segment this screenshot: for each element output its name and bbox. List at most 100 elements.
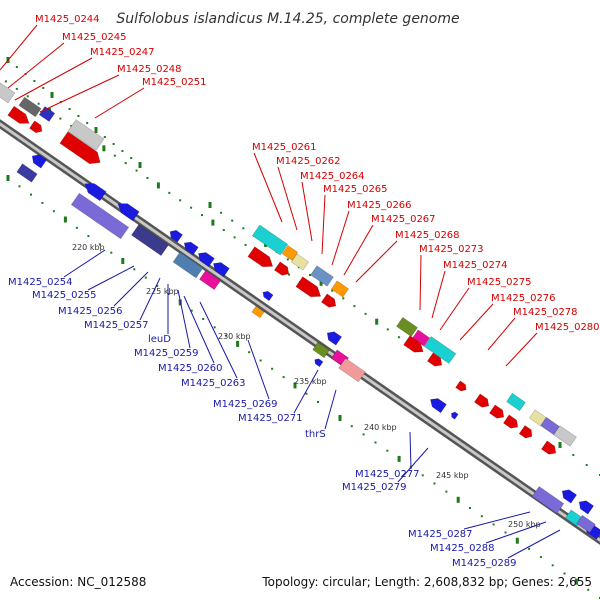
gene-label-bottom: M1425_0287: [408, 529, 473, 540]
tick-mark: [386, 449, 389, 452]
label-leader-line: [253, 152, 283, 223]
gene-feature: [310, 265, 334, 287]
tick-mark: [211, 219, 215, 226]
gene-feature: [578, 500, 595, 515]
tick-mark: [202, 318, 205, 320]
gene-feature: [528, 409, 548, 427]
tick-mark: [397, 336, 400, 339]
label-leader-line: [177, 289, 191, 349]
gene-feature: [488, 404, 505, 419]
gene-feature: [273, 261, 290, 276]
gene-feature: [198, 252, 215, 268]
gene-feature: [247, 246, 274, 268]
gene-feature: [473, 393, 490, 408]
tick-mark: [480, 515, 483, 518]
gene-feature: [0, 82, 16, 104]
tick-mark: [6, 175, 10, 181]
label-leader-line: [87, 265, 135, 291]
gene-feature: [183, 241, 199, 256]
label-leader-line: [94, 87, 145, 119]
gene-feature: [117, 203, 140, 222]
label-leader-line: [301, 181, 313, 242]
tick-mark: [259, 359, 262, 362]
tick-mark: [15, 66, 18, 68]
gene-label-bottom: M1425_0263: [181, 378, 246, 389]
gene-feature: [29, 120, 43, 134]
tick-mark: [374, 441, 377, 444]
gene-feature: [403, 335, 424, 353]
label-leader-line: [331, 210, 350, 266]
tick-mark: [30, 193, 32, 196]
tick-mark: [112, 143, 115, 145]
tick-mark: [113, 154, 116, 157]
tick-mark: [75, 226, 78, 229]
gene-feature: [518, 425, 533, 439]
label-leader-line: [459, 303, 494, 341]
gene-label-top: M1425_0245: [62, 32, 127, 43]
tick-mark: [362, 433, 365, 436]
gene-feature: [506, 392, 526, 412]
tick-mark: [18, 185, 21, 188]
tick-mark: [41, 201, 44, 204]
label-leader-line: [139, 277, 161, 321]
gene-feature: [290, 253, 310, 271]
tick-mark: [86, 122, 89, 124]
tick-mark: [342, 297, 345, 300]
gene-label-top: M1425_0265: [323, 184, 388, 195]
gene-feature: [451, 411, 459, 420]
gene-label-top: M1425_0266: [347, 200, 412, 211]
tick-mark: [179, 199, 182, 202]
tick-mark: [305, 392, 308, 395]
tick-mark: [563, 572, 566, 575]
tick-mark: [121, 150, 124, 152]
tick-mark: [558, 442, 562, 448]
gene-label-top: M1425_0280: [535, 322, 600, 333]
gene-label-bottom: M1425_0259: [134, 348, 199, 359]
tick-mark: [138, 162, 142, 168]
gene-label-top: M1425_0262: [276, 156, 341, 167]
tick-mark: [98, 243, 101, 246]
tick-mark: [421, 474, 424, 477]
label-leader-line: [507, 529, 561, 559]
tick-mark: [293, 382, 297, 389]
gene-feature: [423, 336, 457, 364]
label-leader-line: [199, 301, 238, 379]
gene-label-top: M1425_0278: [513, 307, 578, 318]
tick-mark: [130, 157, 133, 159]
gene-feature: [199, 269, 221, 291]
gene-feature: [531, 486, 565, 514]
tick-mark: [528, 547, 531, 550]
gene-feature: [502, 414, 519, 429]
tick-mark: [286, 258, 289, 261]
tick-mark: [201, 214, 203, 217]
label-leader-line: [39, 74, 120, 113]
label-leader-line: [0, 24, 38, 71]
gene-feature: [320, 293, 337, 308]
gene-label-bottom: M1425_0256: [58, 306, 123, 317]
tick-mark: [242, 227, 245, 230]
gene-label-top: M1425_0264: [300, 171, 365, 182]
label-leader-line: [324, 389, 337, 430]
gene-feature: [314, 358, 324, 368]
tick-mark: [33, 80, 36, 82]
tick-mark: [110, 251, 113, 254]
gene-feature: [312, 341, 330, 359]
tick-mark: [364, 312, 367, 315]
gene-feature: [295, 276, 322, 298]
tick-mark: [63, 216, 67, 223]
tick-mark: [433, 482, 436, 485]
tick-mark: [121, 258, 125, 264]
gene-feature: [169, 229, 183, 243]
label-leader-line: [409, 431, 412, 470]
tick-mark: [233, 236, 236, 239]
gene-feature: [330, 280, 350, 298]
gene-feature: [16, 163, 38, 183]
tick-mark: [469, 507, 471, 509]
tick-mark: [144, 276, 147, 279]
tick-mark: [26, 95, 29, 98]
gene-feature: [7, 105, 30, 124]
gene-label-bottom: M1425_0269: [213, 399, 278, 410]
gene-label-bottom: M1425_0271: [238, 413, 303, 424]
gene-label-bottom: M1425_0257: [84, 320, 149, 331]
